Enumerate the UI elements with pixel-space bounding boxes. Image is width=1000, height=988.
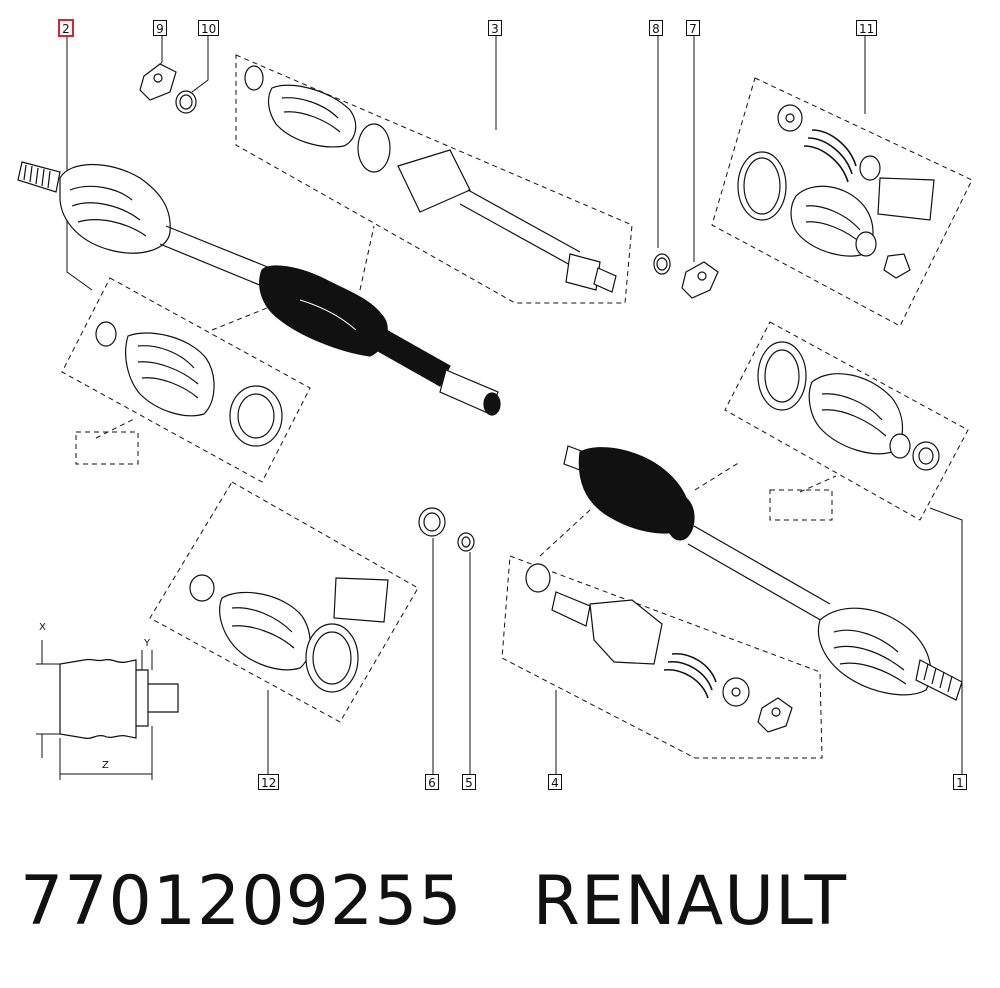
callout-5[interactable]: 5 <box>462 774 476 790</box>
dimension-label-x: X <box>39 622 46 633</box>
group-box-4 <box>501 555 823 759</box>
empty-box-left <box>75 431 139 465</box>
group-4-parts <box>525 563 793 733</box>
group-box-12 <box>149 481 419 723</box>
callout-3[interactable]: 3 <box>488 20 502 36</box>
group-3-parts <box>244 65 617 293</box>
dimension-sketch <box>36 640 179 780</box>
callout-12[interactable]: 12 <box>258 774 280 790</box>
part-caption: 7701209255 RENAULT <box>20 862 847 941</box>
lower-drive-shaft <box>563 445 963 701</box>
empty-box-right <box>769 489 833 521</box>
callout-8[interactable]: 8 <box>649 20 663 36</box>
callout-1[interactable]: 1 <box>953 774 967 790</box>
group-2-parts <box>95 321 283 447</box>
callout-6[interactable]: 6 <box>425 774 439 790</box>
callout-9[interactable]: 9 <box>153 20 167 36</box>
leader-lines <box>66 36 963 776</box>
group-12-parts <box>189 574 389 693</box>
group-11-parts <box>737 104 935 279</box>
callout-4[interactable]: 4 <box>548 774 562 790</box>
dimension-label-y: Y <box>144 638 151 649</box>
washers-6-5 <box>418 507 475 552</box>
group-box-3 <box>235 54 633 304</box>
part-number: 7701209255 <box>20 862 463 941</box>
callout-2[interactable]: 2 <box>58 19 74 37</box>
group-boxes <box>61 54 973 759</box>
small-parts <box>139 63 719 299</box>
brand-name: RENAULT <box>532 862 848 941</box>
group-box-2 <box>61 277 311 483</box>
callout-10[interactable]: 10 <box>198 20 220 36</box>
dimension-label-z: Z <box>102 760 109 771</box>
callout-11[interactable]: 11 <box>856 20 878 36</box>
upper-drive-shaft <box>17 161 501 416</box>
callout-7[interactable]: 7 <box>686 20 700 36</box>
group-box-11 <box>711 77 973 327</box>
group-box-1 <box>724 321 969 521</box>
group-1-parts <box>757 341 940 471</box>
